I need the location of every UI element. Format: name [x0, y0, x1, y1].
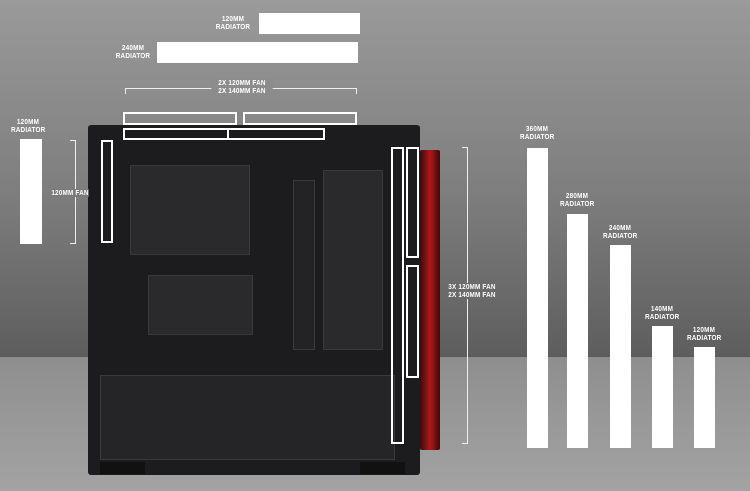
rear-fan-outline — [101, 140, 113, 243]
rear-fan-label: 120MM FAN — [51, 188, 89, 197]
radiator-240-label: 240MM RADIATOR — [603, 223, 638, 240]
rear-120-radiator-label: 120MM RADIATOR — [11, 117, 46, 134]
cable-routing — [293, 180, 315, 350]
front-red-led-panel — [420, 150, 440, 450]
radiator-140-label: 140MM RADIATOR — [645, 304, 680, 321]
top-120-radiator-label: 120MM RADIATOR — [215, 14, 251, 31]
radiator-140-bar — [652, 326, 673, 448]
motherboard-cutout — [130, 165, 250, 255]
psu-shroud — [100, 375, 395, 460]
radiator-360-label: 360MM RADIATOR — [520, 124, 555, 141]
top-fan-outline — [123, 128, 229, 140]
top-240-radiator-label: 240MM RADIATOR — [115, 43, 151, 60]
top-fan-outline — [123, 112, 237, 125]
radiator-280-label: 280MM RADIATOR — [560, 191, 595, 208]
front-radiator-outline — [391, 147, 404, 444]
rear-120-radiator-bar — [20, 139, 42, 244]
radiator-240-bar — [610, 245, 631, 448]
cpu-cutout — [148, 275, 253, 335]
case-foot-left — [100, 462, 145, 474]
front-fans-label: 3X 120MM FAN 2X 140MM FAN — [448, 282, 496, 299]
top-fan-outline — [243, 112, 357, 125]
top-240-radiator-bar — [157, 42, 358, 63]
drive-cage — [323, 170, 383, 350]
radiator-120-bar — [694, 347, 715, 448]
front-fan-outline — [406, 147, 419, 258]
front-fan-outline — [406, 265, 419, 378]
top-120-radiator-bar — [259, 13, 360, 34]
radiator-120-label: 120MM RADIATOR — [687, 325, 722, 342]
top-fans-label: 2X 120MM FAN 2X 140MM FAN — [211, 79, 273, 95]
pc-case — [88, 125, 420, 475]
top-fan-outline — [227, 128, 325, 140]
radiator-360-bar — [527, 148, 548, 448]
case-foot-right — [360, 462, 405, 474]
radiator-280-bar — [567, 214, 588, 448]
